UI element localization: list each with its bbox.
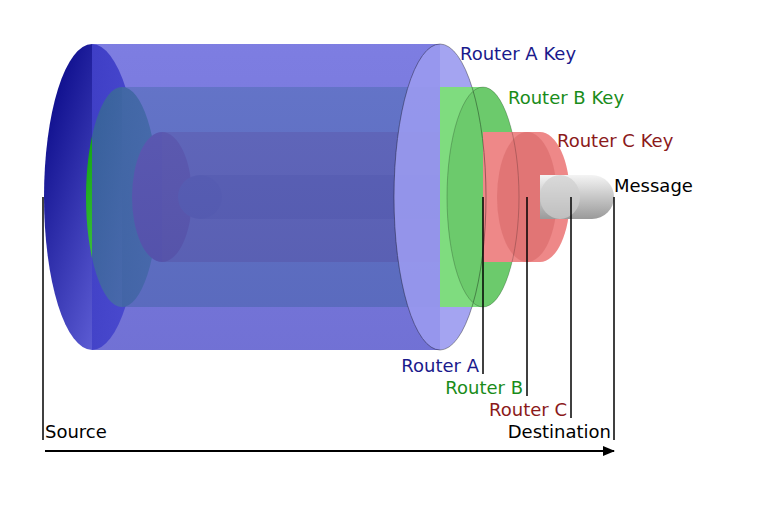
router-label: Router B xyxy=(445,377,523,399)
destination-line xyxy=(613,197,615,440)
message-tip xyxy=(540,175,614,219)
direction-arrow xyxy=(45,450,614,452)
source-line xyxy=(42,197,44,440)
router-a-line xyxy=(482,197,484,374)
router-a-layer xyxy=(92,44,440,350)
endpoint-label: Destination xyxy=(508,421,611,443)
endpoint-label: Source xyxy=(45,421,107,443)
router-label: Router C xyxy=(489,399,567,421)
router-label: Router A xyxy=(401,355,479,377)
key-label: Router C Key xyxy=(557,130,673,152)
message-label: Message xyxy=(614,175,693,197)
key-label: Router A Key xyxy=(460,43,576,65)
message-cap xyxy=(540,175,580,219)
router-b-line xyxy=(526,197,528,396)
key-label: Router B Key xyxy=(508,87,624,109)
router-c-line xyxy=(570,197,572,418)
